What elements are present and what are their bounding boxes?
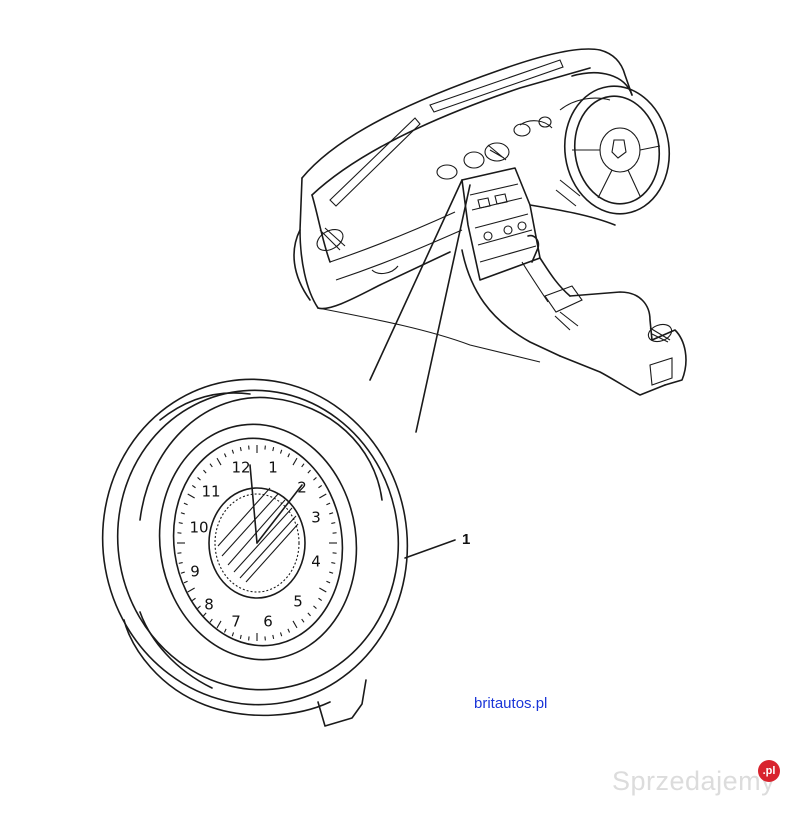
clock-tick — [239, 634, 242, 639]
clock-tick-ring — [177, 445, 337, 641]
clock-tick — [191, 484, 196, 489]
clock-numeral-3: 3 — [311, 509, 321, 527]
clock-numeral-7: 7 — [231, 613, 241, 631]
clock-numeral-12: 12 — [231, 459, 250, 477]
watermark-text: Sprzedajemy — [612, 766, 776, 796]
callout-label: 1 — [462, 531, 470, 548]
car-dashboard-icon — [293, 48, 687, 396]
clock-tick — [231, 449, 235, 454]
clock-tick — [279, 449, 283, 454]
clock-tick — [313, 605, 317, 609]
clock-tick — [331, 522, 336, 524]
clock-numeral-5: 5 — [293, 593, 303, 611]
clock-tick — [329, 571, 334, 574]
clock-face-hatch-icon — [217, 487, 299, 583]
clock-tick — [287, 453, 291, 458]
clock-tick — [187, 587, 195, 593]
clock-numeral-8: 8 — [204, 596, 214, 614]
clock-numeral-9: 9 — [190, 563, 200, 581]
clock-tick — [209, 463, 213, 468]
clock-tick — [231, 632, 235, 637]
site-credit-link[interactable]: britautos.pl — [474, 695, 548, 712]
leader-line-right — [415, 184, 471, 433]
clock-tick — [178, 522, 183, 524]
clock-tick — [319, 493, 327, 499]
clock-tick — [180, 571, 185, 574]
clock-tick — [239, 447, 242, 452]
clock-tick — [209, 618, 213, 623]
clock-tick — [180, 512, 185, 515]
clock-tick — [292, 457, 298, 466]
clock-tick — [326, 580, 331, 584]
clock-tick — [313, 477, 317, 481]
clock-tick — [203, 469, 207, 474]
clock-tick — [187, 493, 195, 499]
clock-tick — [216, 620, 222, 629]
clock-tick — [307, 612, 311, 617]
clock-tick — [318, 484, 323, 489]
clock-numeral-4: 4 — [311, 553, 321, 571]
clock-numeral-10: 10 — [189, 519, 208, 537]
clock-tick — [279, 632, 283, 637]
clock-tick — [287, 628, 291, 633]
clock-numeral-1: 1 — [268, 459, 278, 477]
clock-tick — [191, 597, 196, 602]
clock-tick — [301, 618, 305, 623]
clock-tick — [223, 453, 227, 458]
clock-tick — [292, 620, 298, 629]
clock-tick — [319, 587, 327, 593]
callout-leader-line — [404, 539, 456, 559]
clock-hand-hour-icon — [249, 464, 258, 544]
clock-tick — [183, 502, 188, 506]
clock-numeral-11: 11 — [201, 483, 220, 501]
clock-tick — [203, 612, 207, 617]
clock-tick — [326, 502, 331, 506]
clock-tick — [183, 580, 188, 584]
clock-tick — [329, 512, 334, 515]
clock-tick — [216, 457, 222, 466]
clock-tick — [318, 597, 323, 602]
clock-tick — [197, 605, 201, 609]
clock-tick — [272, 447, 275, 452]
clock-tick — [301, 463, 305, 468]
clock-numeral-6: 6 — [263, 613, 273, 631]
clock-numeral-2: 2 — [297, 479, 307, 497]
clock-tick — [272, 634, 275, 639]
clock-tick — [331, 562, 336, 564]
clock-tick — [178, 562, 183, 564]
clock-hand-minute-icon — [256, 484, 303, 544]
clock-tick — [223, 628, 227, 633]
clock-tick — [197, 477, 201, 481]
watermark-badge: .pl — [758, 760, 780, 782]
leader-line-left — [369, 179, 463, 381]
clock-tick — [307, 469, 311, 474]
clock-housing: 12 1 2 3 4 5 6 7 8 9 10 11 — [101, 378, 409, 727]
